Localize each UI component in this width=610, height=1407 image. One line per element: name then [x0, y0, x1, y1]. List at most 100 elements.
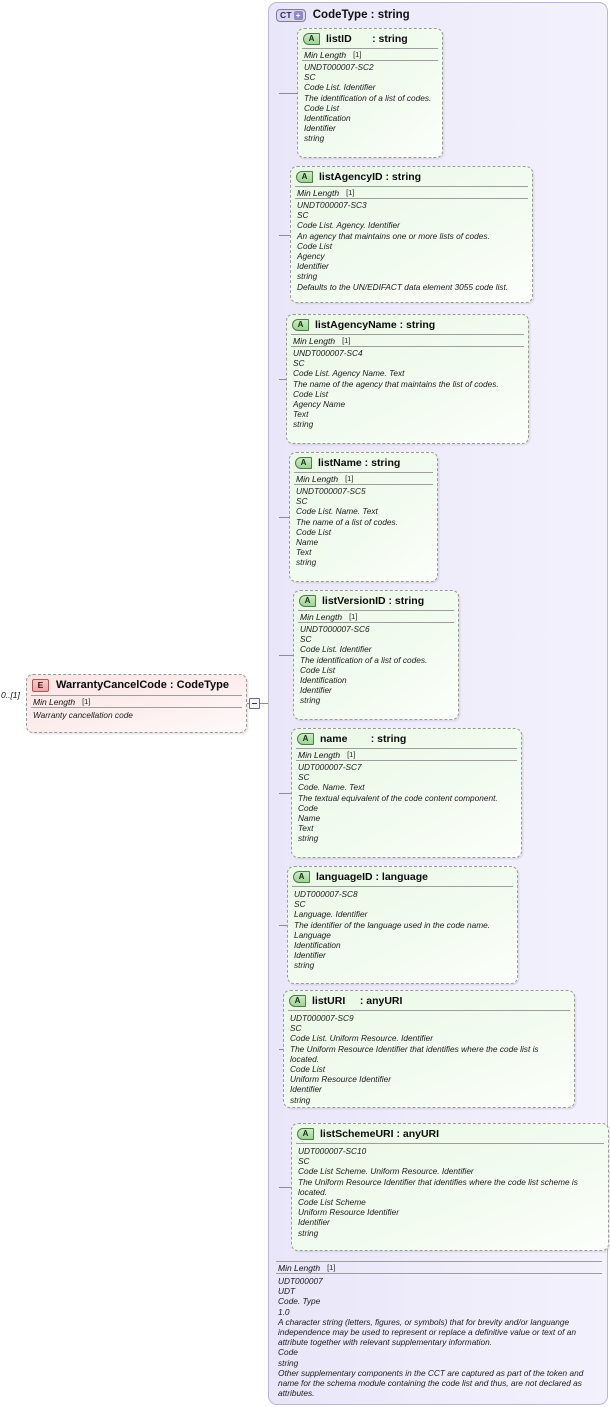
- doc-line: Warranty cancellation code: [33, 710, 133, 720]
- doc-line: Code List: [296, 526, 332, 537]
- attribute-facet-cardinality: [1]: [346, 188, 355, 197]
- doc-line: Identifier: [298, 1217, 330, 1228]
- attribute-badge-icon: A: [297, 732, 314, 745]
- attribute-name: listID : string: [326, 32, 408, 45]
- attribute-facet-row: Min Length[1]: [294, 472, 433, 485]
- doc-line: Code List: [304, 102, 340, 113]
- doc-line: Language: [294, 929, 331, 940]
- element-documentation: Warranty cancellation code: [27, 708, 246, 720]
- doc-line: Uniform Resource Identifier: [298, 1207, 399, 1218]
- attribute-facet-cardinality: [1]: [342, 336, 351, 345]
- doc-line: The identification of a list of codes.: [304, 92, 432, 103]
- doc-line: SC: [298, 772, 310, 783]
- attribute-connector: [279, 93, 297, 94]
- doc-line: Code List. Identifier: [304, 82, 376, 93]
- attribute-connector: [279, 655, 293, 656]
- complextype-facet-row: Min Length [1]: [276, 1261, 602, 1274]
- attribute-connector: [279, 235, 290, 236]
- doc-line: Identification: [304, 113, 351, 124]
- doc-line: SC: [304, 72, 316, 83]
- doc-line: The Uniform Resource Identifier that ide…: [298, 1176, 578, 1197]
- element-cardinality: 0..[1]: [1, 690, 20, 700]
- doc-line: Code List Scheme. Uniform Resource. Iden…: [298, 1166, 474, 1177]
- doc-line: string: [298, 833, 319, 844]
- doc-line: Code List. Agency. Identifier: [297, 220, 400, 231]
- doc-line: string: [304, 133, 325, 144]
- doc-line: The textual equivalent of the code conte…: [298, 792, 498, 803]
- attribute-name: listName : string: [318, 456, 401, 469]
- element-facet-row: Min Length [1]: [31, 695, 242, 708]
- doc-line: Code List. Agency Name. Text: [293, 368, 405, 379]
- complextype-badge-icon[interactable]: CT +: [276, 8, 306, 22]
- complextype-facet-cardinality: [1]: [327, 1263, 336, 1272]
- doc-line: Agency: [297, 251, 325, 262]
- element-facet-label: Min Length: [33, 696, 76, 707]
- attribute-badge-icon: A: [299, 594, 316, 607]
- attribute-name: languageID : language: [316, 870, 429, 883]
- complextype-title: CodeType : string: [312, 9, 410, 21]
- attribute-connector: [279, 1049, 283, 1050]
- attribute-name: listVersionID : string: [322, 594, 425, 607]
- doc-line: SC: [290, 1023, 302, 1034]
- attribute-facet-row: Min Length[1]: [302, 48, 438, 61]
- type-expander-toggle[interactable]: [249, 698, 260, 709]
- doc-line: string: [296, 557, 317, 568]
- doc-line: Name: [298, 813, 321, 824]
- attribute-badge-icon: A: [292, 318, 309, 331]
- attribute-badge-icon: A: [303, 32, 320, 45]
- attribute-badge-icon: A: [289, 994, 306, 1007]
- doc-line: string: [298, 1227, 319, 1238]
- doc-line: Text: [298, 823, 314, 834]
- element-header: E WarrantyCancelCode : CodeType: [27, 675, 246, 695]
- attribute-facet-cardinality: [1]: [353, 50, 362, 59]
- doc-line: UNDT000007-SC4: [293, 348, 363, 358]
- doc-line: Identifier: [297, 261, 329, 272]
- doc-line: UNDT000007-SC3: [297, 200, 367, 210]
- doc-line: Code List. Identifier: [300, 644, 372, 655]
- doc-line: An agency that maintains one or more lis…: [297, 230, 490, 241]
- complextype-facet-label: Min Length: [278, 1262, 321, 1273]
- doc-line: The name of a list of codes.: [296, 516, 398, 527]
- attribute-name: name : string: [320, 732, 407, 745]
- doc-line: UNDT000007-SC2: [304, 62, 374, 72]
- doc-line: SC: [300, 634, 312, 645]
- doc-line: string: [297, 271, 318, 282]
- doc-line: Code List: [290, 1064, 326, 1075]
- attribute-facet-row: Min Length[1]: [291, 334, 524, 347]
- doc-line: Identifier: [294, 950, 326, 961]
- doc-line: SC: [296, 496, 308, 507]
- attribute-facet-row: Min Length[1]: [296, 748, 517, 761]
- doc-line: Other supplementary components in the CC…: [278, 1367, 584, 1399]
- attribute-connector: [279, 793, 291, 794]
- doc-line: string: [300, 695, 321, 706]
- element-facet-cardinality: [1]: [82, 697, 91, 706]
- doc-line: Uniform Resource Identifier: [290, 1074, 391, 1085]
- doc-line: Identifier: [290, 1084, 322, 1095]
- doc-line: The name of the agency that maintains th…: [293, 378, 499, 389]
- element-box-warrantycancelcode[interactable]: E WarrantyCancelCode : CodeType Min Leng…: [26, 674, 247, 733]
- doc-line: Code List: [297, 240, 333, 251]
- attribute-connector: [279, 379, 286, 380]
- doc-line: string: [278, 1357, 299, 1368]
